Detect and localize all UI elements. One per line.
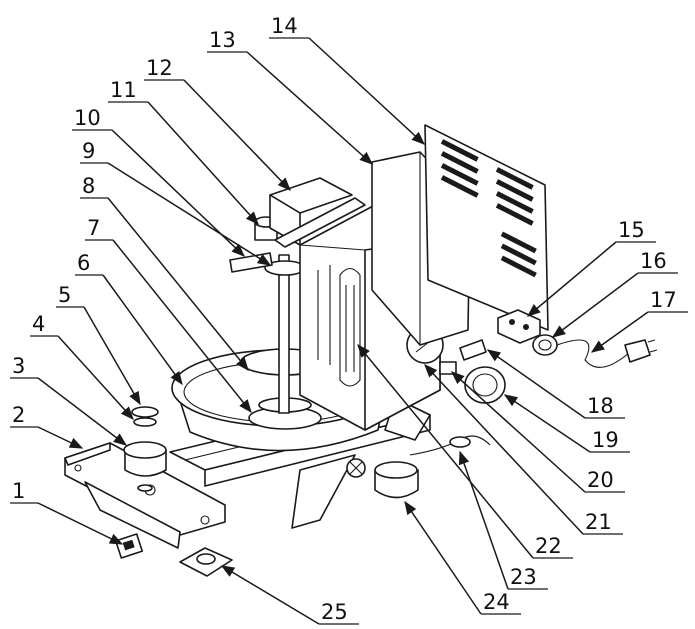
callout-9: 9 bbox=[80, 139, 272, 266]
callout-15: 15 bbox=[526, 218, 656, 317]
callout-label: 23 bbox=[510, 565, 537, 589]
callout-13: 13 bbox=[207, 28, 374, 165]
callout-label: 9 bbox=[82, 139, 95, 163]
callout-label: 5 bbox=[58, 283, 71, 307]
vertical-spit bbox=[229, 216, 306, 414]
switch-block bbox=[114, 533, 144, 559]
callouts: 1 2 3 4 5 6 7 bbox=[10, 14, 688, 625]
callout-label: 1 bbox=[12, 479, 25, 503]
callout-label: 10 bbox=[74, 106, 101, 130]
callout-label: 13 bbox=[209, 28, 236, 52]
callout-7: 7 bbox=[85, 216, 252, 414]
callout-label: 19 bbox=[592, 428, 619, 452]
callout-label: 6 bbox=[77, 251, 90, 275]
callout-label: 21 bbox=[585, 510, 612, 534]
callout-17: 17 bbox=[590, 288, 688, 353]
callout-24: 24 bbox=[404, 500, 521, 615]
back-cover bbox=[424, 124, 549, 331]
callout-label: 4 bbox=[32, 312, 45, 336]
callout-label: 20 bbox=[587, 468, 614, 492]
callout-label: 12 bbox=[146, 56, 173, 80]
callout-10: 10 bbox=[72, 106, 245, 257]
callout-label: 2 bbox=[12, 403, 25, 427]
callout-14: 14 bbox=[269, 14, 425, 145]
sensor-probe bbox=[409, 435, 491, 456]
callout-label: 24 bbox=[483, 590, 510, 614]
power-cord bbox=[556, 339, 658, 368]
callout-4: 4 bbox=[30, 312, 134, 421]
callout-label: 14 bbox=[271, 14, 298, 38]
callout-label: 18 bbox=[587, 394, 614, 418]
callout-12: 12 bbox=[144, 56, 291, 191]
callout-18: 18 bbox=[486, 349, 625, 419]
callout-label: 25 bbox=[321, 600, 348, 624]
callout-22: 22 bbox=[357, 343, 573, 559]
callout-16: 16 bbox=[551, 249, 678, 338]
callout-label: 17 bbox=[650, 288, 677, 312]
foot-plate bbox=[179, 547, 233, 577]
callout-21: 21 bbox=[424, 364, 623, 535]
callout-1: 1 bbox=[10, 479, 124, 545]
parts-drawing bbox=[64, 124, 658, 577]
power-connector bbox=[532, 334, 558, 356]
vent-slots bbox=[440, 139, 537, 278]
callout-2: 2 bbox=[10, 403, 84, 449]
callout-label: 15 bbox=[618, 218, 645, 242]
callout-label: 7 bbox=[87, 216, 100, 240]
callout-label: 3 bbox=[12, 354, 25, 378]
gear-motor bbox=[464, 366, 506, 404]
top-arm-bracket bbox=[269, 177, 366, 248]
callout-label: 16 bbox=[640, 249, 667, 273]
callout-8: 8 bbox=[80, 174, 249, 372]
lower-motor-cup bbox=[374, 461, 419, 499]
callout-label: 11 bbox=[110, 78, 137, 102]
motor-cup-stack bbox=[123, 406, 167, 492]
callout-19: 19 bbox=[503, 394, 630, 453]
callout-label: 22 bbox=[535, 534, 562, 558]
callout-5: 5 bbox=[56, 283, 141, 406]
callout-25: 25 bbox=[220, 565, 359, 625]
terminal-block bbox=[497, 309, 541, 344]
callout-label: 8 bbox=[82, 174, 95, 198]
callout-6: 6 bbox=[75, 251, 183, 386]
callout-3: 3 bbox=[10, 354, 128, 446]
callout-20: 20 bbox=[450, 371, 625, 493]
callout-23: 23 bbox=[458, 450, 548, 590]
side-components bbox=[439, 339, 487, 375]
callout-11: 11 bbox=[108, 78, 259, 226]
adjust-knob bbox=[346, 458, 366, 478]
